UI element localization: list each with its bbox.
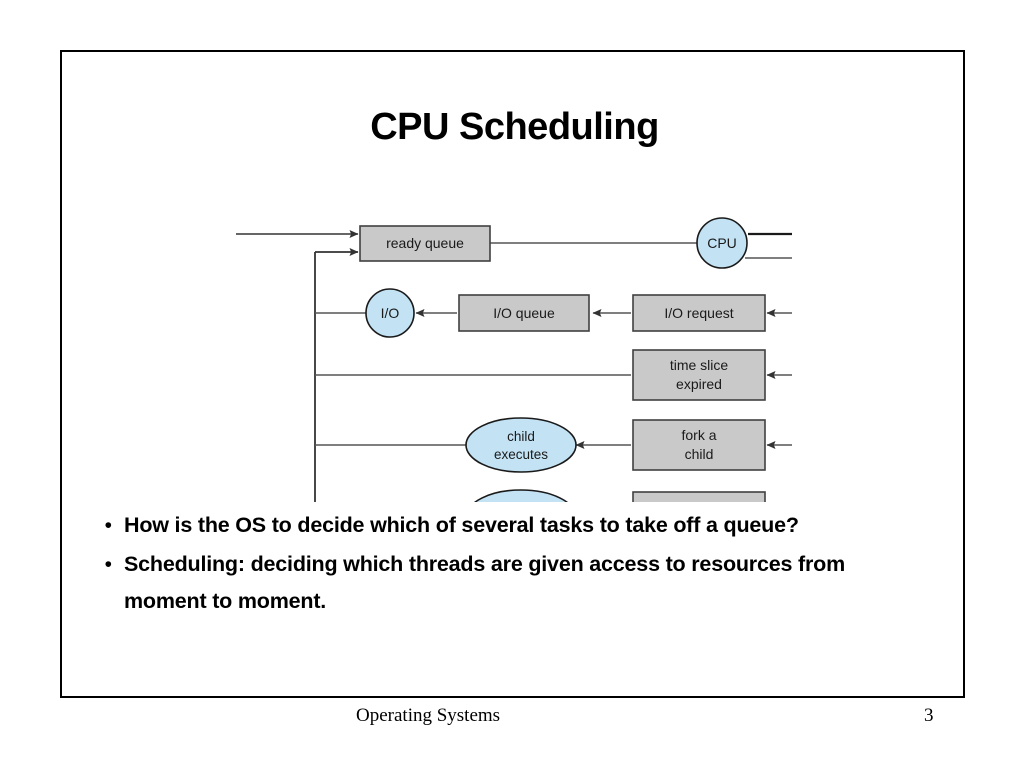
node-time-slice-expired-label-line2: expired	[676, 376, 722, 392]
node-time-slice-expired: time slice expired	[632, 349, 766, 401]
bullet-item-2: • Scheduling: deciding which threads are…	[82, 546, 962, 620]
bullet-list: • How is the OS to decide which of sever…	[82, 507, 962, 622]
node-cpu-label: CPU	[707, 235, 737, 251]
node-io-queue: I/O queue	[458, 294, 590, 332]
node-fork-a-child: fork a child	[632, 419, 766, 471]
slide-canvas: CPU Scheduling	[60, 50, 965, 698]
footer-course-title: Operating Systems	[356, 705, 501, 726]
node-interrupt-occurs-label-line1: interrupt	[496, 501, 546, 502]
bullet-marker-icon: •	[104, 553, 112, 576]
node-io-label: I/O	[381, 305, 400, 321]
node-ready-queue: ready queue	[359, 225, 491, 262]
node-child-executes-label-line2: executes	[494, 447, 548, 462]
bullet-text-2: Scheduling: deciding which threads are g…	[124, 552, 846, 613]
node-ready-queue-label: ready queue	[386, 235, 464, 251]
node-time-slice-expired-label-line1: time slice	[670, 357, 729, 373]
slide-footer: Operating Systems 3	[0, 700, 1024, 750]
node-interrupt-occurs: interrupt occurs	[473, 489, 569, 502]
node-io-queue-label: I/O queue	[493, 305, 555, 321]
node-io: I/O	[365, 288, 415, 338]
footer-page-number: 3	[924, 705, 934, 726]
node-io-request: I/O request	[632, 294, 766, 332]
bullet-text-1: How is the OS to decide which of several…	[124, 513, 799, 537]
node-child-executes-label-line1: child	[507, 429, 535, 444]
diagram-connectors	[236, 230, 792, 502]
bullet-marker-icon: •	[104, 514, 112, 537]
node-child-executes: child executes	[465, 417, 577, 473]
node-wait-for-an-interrupt: wait for an interrupt	[632, 491, 766, 502]
node-io-request-label: I/O request	[664, 305, 733, 321]
page-title: CPU Scheduling	[370, 106, 659, 148]
edge-cpu-to-right-rail	[745, 257, 792, 259]
node-fork-a-child-label-line1: fork a	[681, 427, 716, 443]
node-fork-a-child-label-line2: child	[685, 446, 714, 462]
node-wait-for-an-interrupt-label-line1: wait for an	[666, 499, 732, 502]
node-cpu: CPU	[696, 217, 748, 269]
cpu-scheduling-diagram: ready queue CPU I/O I/O queue I/O reques…	[232, 162, 792, 502]
bullet-item-1: • How is the OS to decide which of sever…	[82, 507, 962, 544]
